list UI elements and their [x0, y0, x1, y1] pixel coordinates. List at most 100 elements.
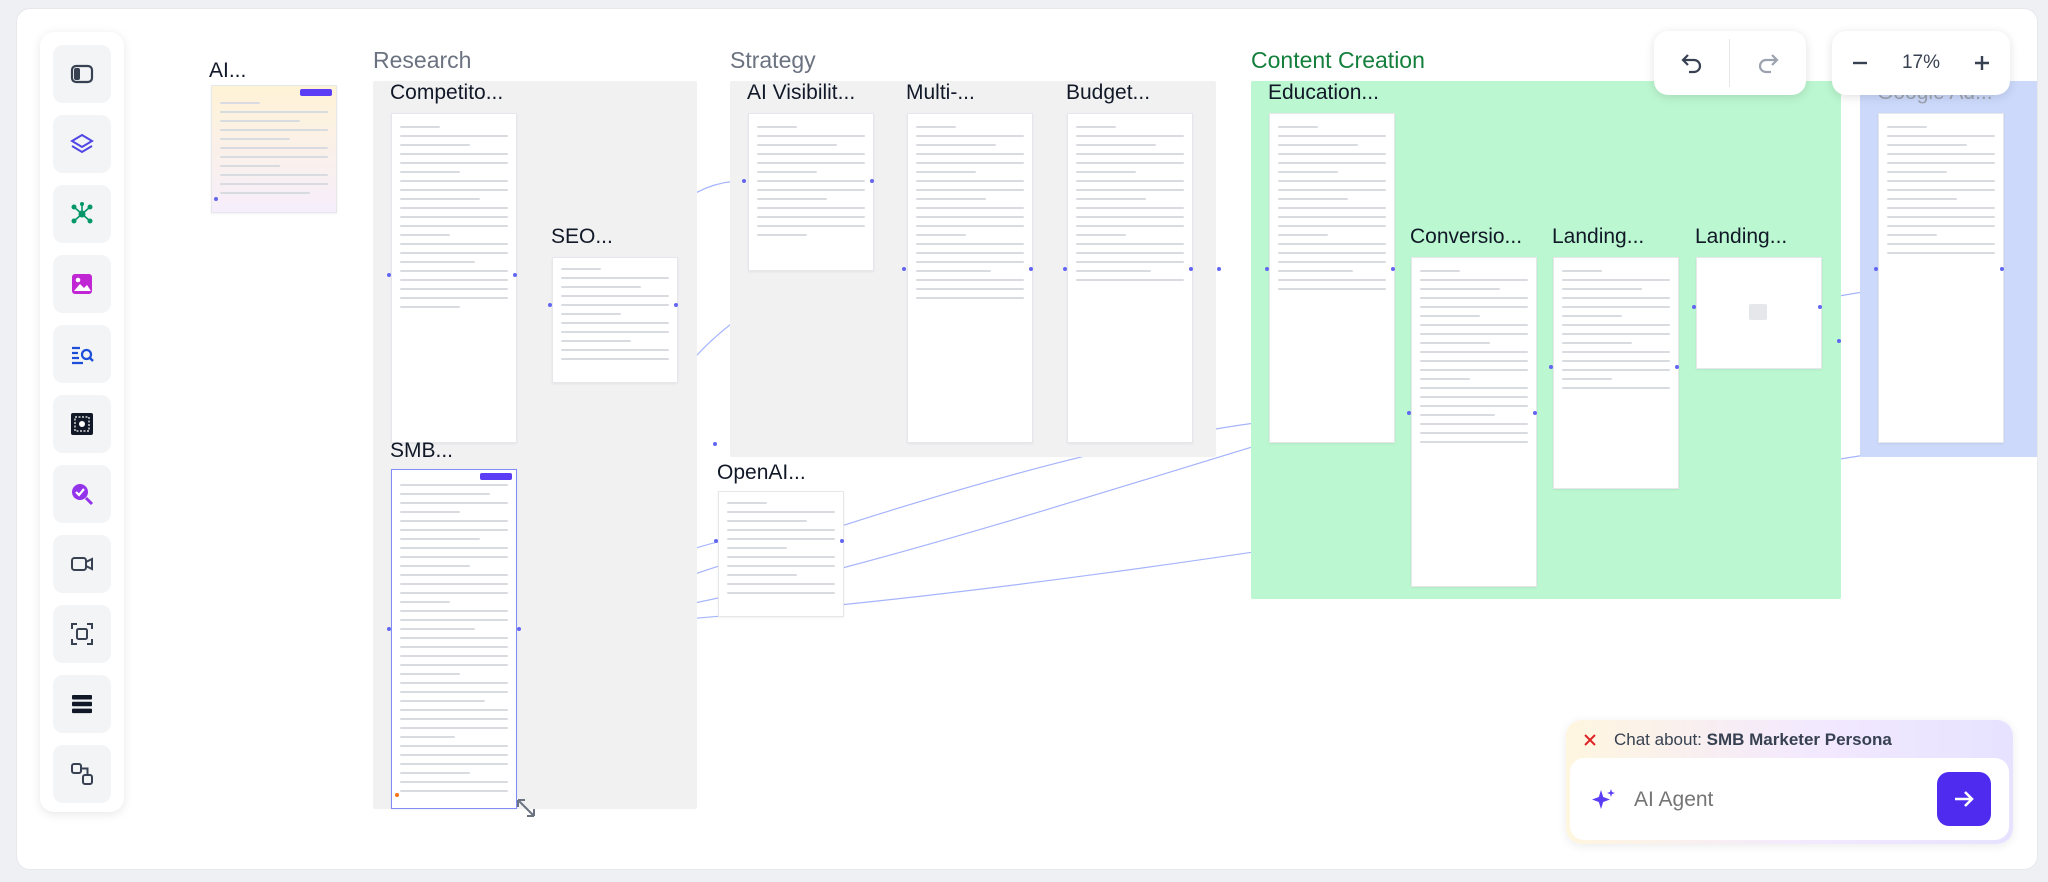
- card-conversion[interactable]: [1411, 257, 1537, 587]
- chat-input-area: [1570, 758, 2009, 840]
- capture-button[interactable]: [53, 395, 111, 453]
- handle-dot[interactable]: [1029, 267, 1033, 271]
- card-education[interactable]: [1269, 113, 1395, 443]
- zoom-in-button[interactable]: [1954, 31, 2010, 95]
- handle-dot[interactable]: [1063, 267, 1067, 271]
- card-ai-visibility[interactable]: [748, 113, 874, 271]
- scan-button[interactable]: [53, 605, 111, 663]
- redo-button[interactable]: [1730, 31, 1806, 95]
- group-title-strategy: Strategy: [730, 47, 816, 73]
- handle-dot[interactable]: [387, 627, 391, 631]
- card-title-seo: SEO...: [551, 225, 613, 248]
- redo-icon: [1758, 54, 1779, 74]
- card-competitor[interactable]: [391, 113, 517, 443]
- handle-dot[interactable]: [2000, 267, 2004, 271]
- zoom-out-button[interactable]: [1832, 31, 1888, 95]
- handle-dot[interactable]: [1407, 411, 1411, 415]
- stack-icon: [72, 695, 92, 714]
- undo-icon: [1681, 54, 1702, 74]
- handle-dot[interactable]: [1189, 267, 1193, 271]
- network-icon: [71, 202, 93, 224]
- card-title-openai: OpenAI...: [717, 461, 806, 484]
- handle-dot[interactable]: [1837, 339, 1841, 343]
- card-title-landing-2: Landing...: [1695, 225, 1788, 248]
- handle-dot[interactable]: [387, 273, 391, 277]
- card-budget[interactable]: [1067, 113, 1193, 443]
- card-title-budget: Budget...: [1066, 81, 1151, 104]
- card-title-landing-1: Landing...: [1552, 225, 1645, 248]
- sidebar-toggle-button[interactable]: [53, 45, 111, 103]
- left-toolbar: [40, 32, 124, 812]
- image-icon: [72, 274, 92, 294]
- handle-dot[interactable]: [1391, 267, 1395, 271]
- handle-dot[interactable]: [742, 179, 746, 183]
- chat-context: Chat about: SMB Marketer Persona: [1614, 730, 1892, 750]
- card-openai[interactable]: [718, 491, 844, 617]
- handle-dot[interactable]: [1675, 365, 1679, 369]
- card-title-conversion: Conversio...: [1410, 225, 1523, 248]
- handle-dot[interactable]: [674, 303, 678, 307]
- zoom-controls: 17%: [1832, 31, 2010, 95]
- card-title-competitor: Competito...: [390, 81, 504, 104]
- card-landing-1[interactable]: [1553, 257, 1679, 489]
- magnifier-check-icon: [72, 484, 94, 506]
- magnifier-check-button[interactable]: [53, 465, 111, 523]
- handle-dot[interactable]: [548, 303, 552, 307]
- handle-dot[interactable]: [840, 539, 844, 543]
- card-badge: [480, 473, 512, 480]
- close-chat-button[interactable]: [1582, 732, 1598, 748]
- chat-context-subject: SMB Marketer Persona: [1706, 730, 1892, 749]
- arrow-right-icon: [1955, 791, 1974, 807]
- handle-dot[interactable]: [1818, 305, 1822, 309]
- chat-context-prefix: Chat about:: [1614, 730, 1702, 749]
- handle-dot[interactable]: [713, 442, 717, 446]
- handle-dot[interactable]: [1265, 267, 1269, 271]
- sparkle-icon: [1590, 786, 1618, 814]
- handle-dot[interactable]: [1874, 267, 1878, 271]
- card-google[interactable]: [1878, 113, 2004, 443]
- history-controls: [1654, 31, 1806, 95]
- card-landing-2[interactable]: [1696, 257, 1822, 369]
- resize-icon[interactable]: [515, 797, 537, 819]
- card-title-multi: Multi-...: [906, 81, 975, 104]
- handle-dot[interactable]: [870, 179, 874, 183]
- divider: [1729, 39, 1730, 87]
- handle-dot[interactable]: [1549, 365, 1553, 369]
- capture-icon: [71, 413, 93, 435]
- layers-icon: [70, 133, 94, 154]
- layers-button[interactable]: [53, 115, 111, 173]
- handle-dot[interactable]: [1217, 267, 1221, 271]
- network-button[interactable]: [53, 185, 111, 243]
- ai-card[interactable]: [211, 85, 337, 213]
- handle-dot[interactable]: [214, 197, 218, 201]
- list-search-button[interactable]: [53, 325, 111, 383]
- list-search-icon: [72, 346, 94, 365]
- shapes-icon: [71, 763, 93, 785]
- card-multi[interactable]: [907, 113, 1033, 443]
- handle-dot[interactable]: [1692, 305, 1696, 309]
- video-button[interactable]: [53, 535, 111, 593]
- handle-dot[interactable]: [395, 793, 399, 797]
- video-icon: [71, 557, 93, 571]
- send-button[interactable]: [1937, 772, 1991, 826]
- zoom-level: 17%: [1901, 52, 1941, 73]
- card-seo[interactable]: [552, 257, 678, 383]
- panel-toggle-icon: [70, 64, 94, 84]
- handle-dot[interactable]: [1533, 411, 1537, 415]
- ai-card-title: AI...: [209, 59, 247, 82]
- undo-button[interactable]: [1654, 31, 1730, 95]
- handle-dot[interactable]: [517, 627, 521, 631]
- handle-dot[interactable]: [902, 267, 906, 271]
- minus-icon: [1853, 61, 1867, 65]
- card-badge: [300, 89, 332, 96]
- shapes-button[interactable]: [53, 745, 111, 803]
- chat-input[interactable]: [1632, 780, 1926, 820]
- handle-dot[interactable]: [714, 539, 718, 543]
- group-title-research: Research: [373, 47, 472, 73]
- card-title-smb: SMB...: [390, 439, 454, 462]
- handle-dot[interactable]: [513, 273, 517, 277]
- image-button[interactable]: [53, 255, 111, 313]
- card-smb[interactable]: [391, 469, 517, 809]
- stack-button[interactable]: [53, 675, 111, 733]
- canvas[interactable]: AI... Research Competito... SEO... SMB..…: [16, 8, 2038, 870]
